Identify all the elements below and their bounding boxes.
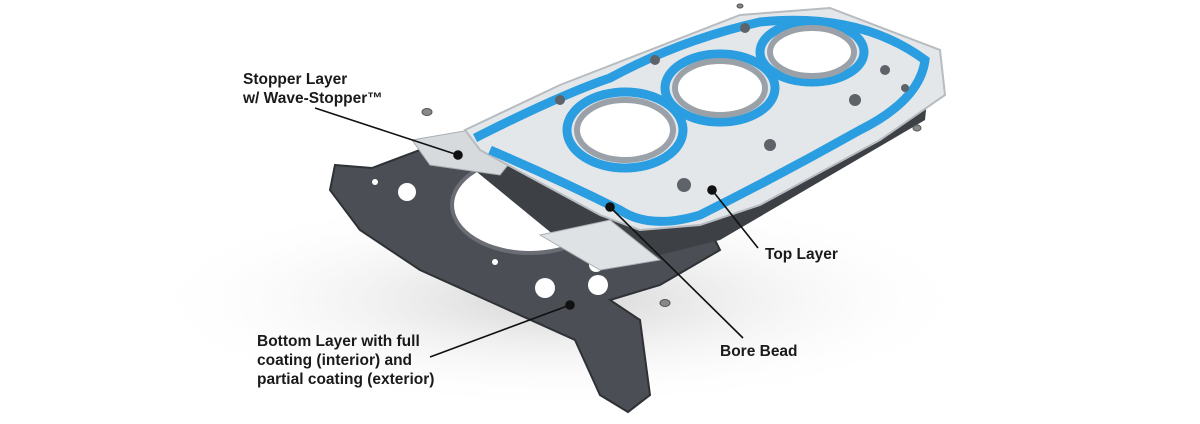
dowel-pins (421, 3, 922, 307)
bottom-layer-label: Bottom Layer with full coating (interior… (257, 333, 435, 388)
stopper-layer-label: Stopper Layer w/ Wave-Stopper™ (243, 71, 383, 107)
top-layer (463, 6, 947, 232)
bore-bead-label: Bore Bead (720, 343, 798, 360)
callout-lines (314, 107, 759, 358)
top-layer-label: Top Layer (765, 246, 838, 263)
